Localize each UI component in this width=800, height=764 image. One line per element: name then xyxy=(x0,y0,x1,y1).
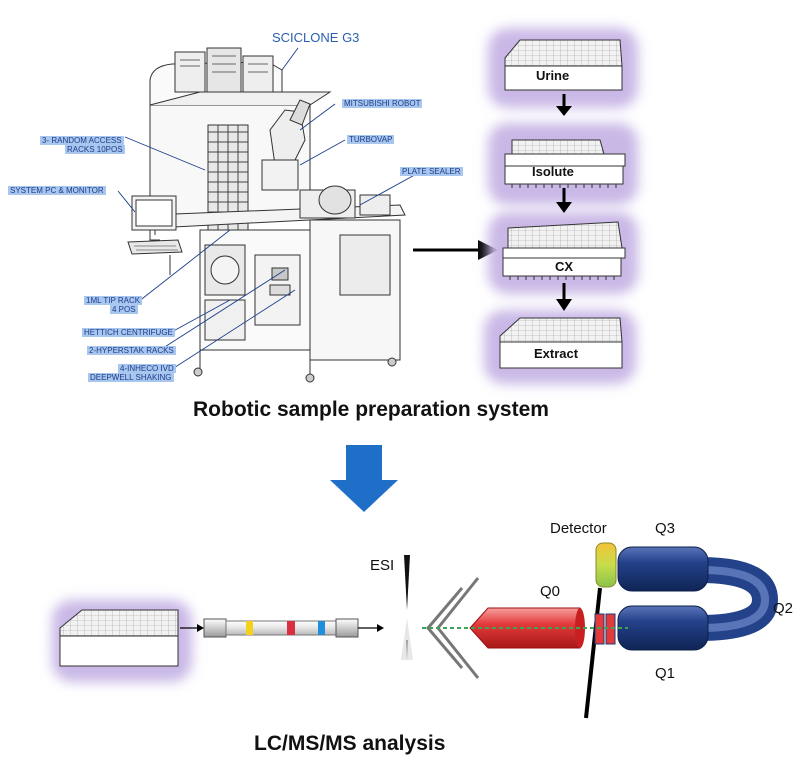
plate-flow-arrows xyxy=(556,94,572,311)
transfer-arrow xyxy=(413,240,498,260)
lc-column xyxy=(203,618,359,638)
esi-plume xyxy=(401,618,413,660)
q3-quadrupole xyxy=(617,546,709,592)
callout-racks-line1: 3- RANDOM ACCESS xyxy=(40,136,124,145)
label-q0: Q0 xyxy=(540,583,561,600)
vacuum-wall xyxy=(584,587,602,719)
callout-inheco-line1: 4-INHECO IVD xyxy=(118,364,176,373)
callout-turbovap: TURBOVAP xyxy=(347,135,395,144)
q1-quadrupole xyxy=(617,605,709,651)
section-title-robotic: Robotic sample preparation system xyxy=(193,398,549,421)
label-esi: ESI xyxy=(370,557,395,574)
plate-label-cx: CX xyxy=(555,259,574,274)
q2-collision-cell xyxy=(699,557,779,641)
section-title-lcms: LC/MS/MS analysis xyxy=(254,732,446,755)
sciclone-instrument-drawing xyxy=(117,47,421,383)
callout-tip-line1: 1ML TIP RACK xyxy=(84,296,143,305)
plate-label-isolute: Isolute xyxy=(532,164,574,179)
big-down-arrow xyxy=(330,445,398,512)
callout-pc: SYSTEM PC & MONITOR xyxy=(8,186,106,195)
plate-extract xyxy=(484,310,636,384)
callout-robot: MITSUBISHI ROBOT xyxy=(342,99,423,108)
injection-arrow xyxy=(180,624,204,632)
instrument-name: SCICLONE G3 xyxy=(272,30,360,45)
label-q1: Q1 xyxy=(655,665,676,682)
label-q3: Q3 xyxy=(655,520,676,537)
plate-label-extract: Extract xyxy=(534,346,579,361)
plate-label-urine: Urine xyxy=(536,68,570,83)
plate-isolute xyxy=(488,123,638,205)
column-to-esi-arrow xyxy=(358,624,384,632)
plate-cx xyxy=(488,212,638,294)
callout-hyperstak: 2-HYPERSTAK RACKS xyxy=(87,346,176,355)
callout-centrifuge: HETTICH CENTRIFUGE xyxy=(82,328,175,337)
sample-plate xyxy=(52,600,192,682)
callout-tip-line2: 4 POS xyxy=(110,305,138,314)
esi-needle xyxy=(404,555,410,660)
callout-plate-sealer: PLATE SEALER xyxy=(400,167,463,176)
detector xyxy=(595,542,617,588)
callout-inheco-line2: DEEPWELL SHAKING xyxy=(88,373,174,382)
label-detector: Detector xyxy=(550,520,607,537)
callout-racks-line2: RACKS 10POS xyxy=(65,145,125,154)
label-q2: Q2 xyxy=(773,600,794,617)
plate-urine xyxy=(488,28,638,108)
